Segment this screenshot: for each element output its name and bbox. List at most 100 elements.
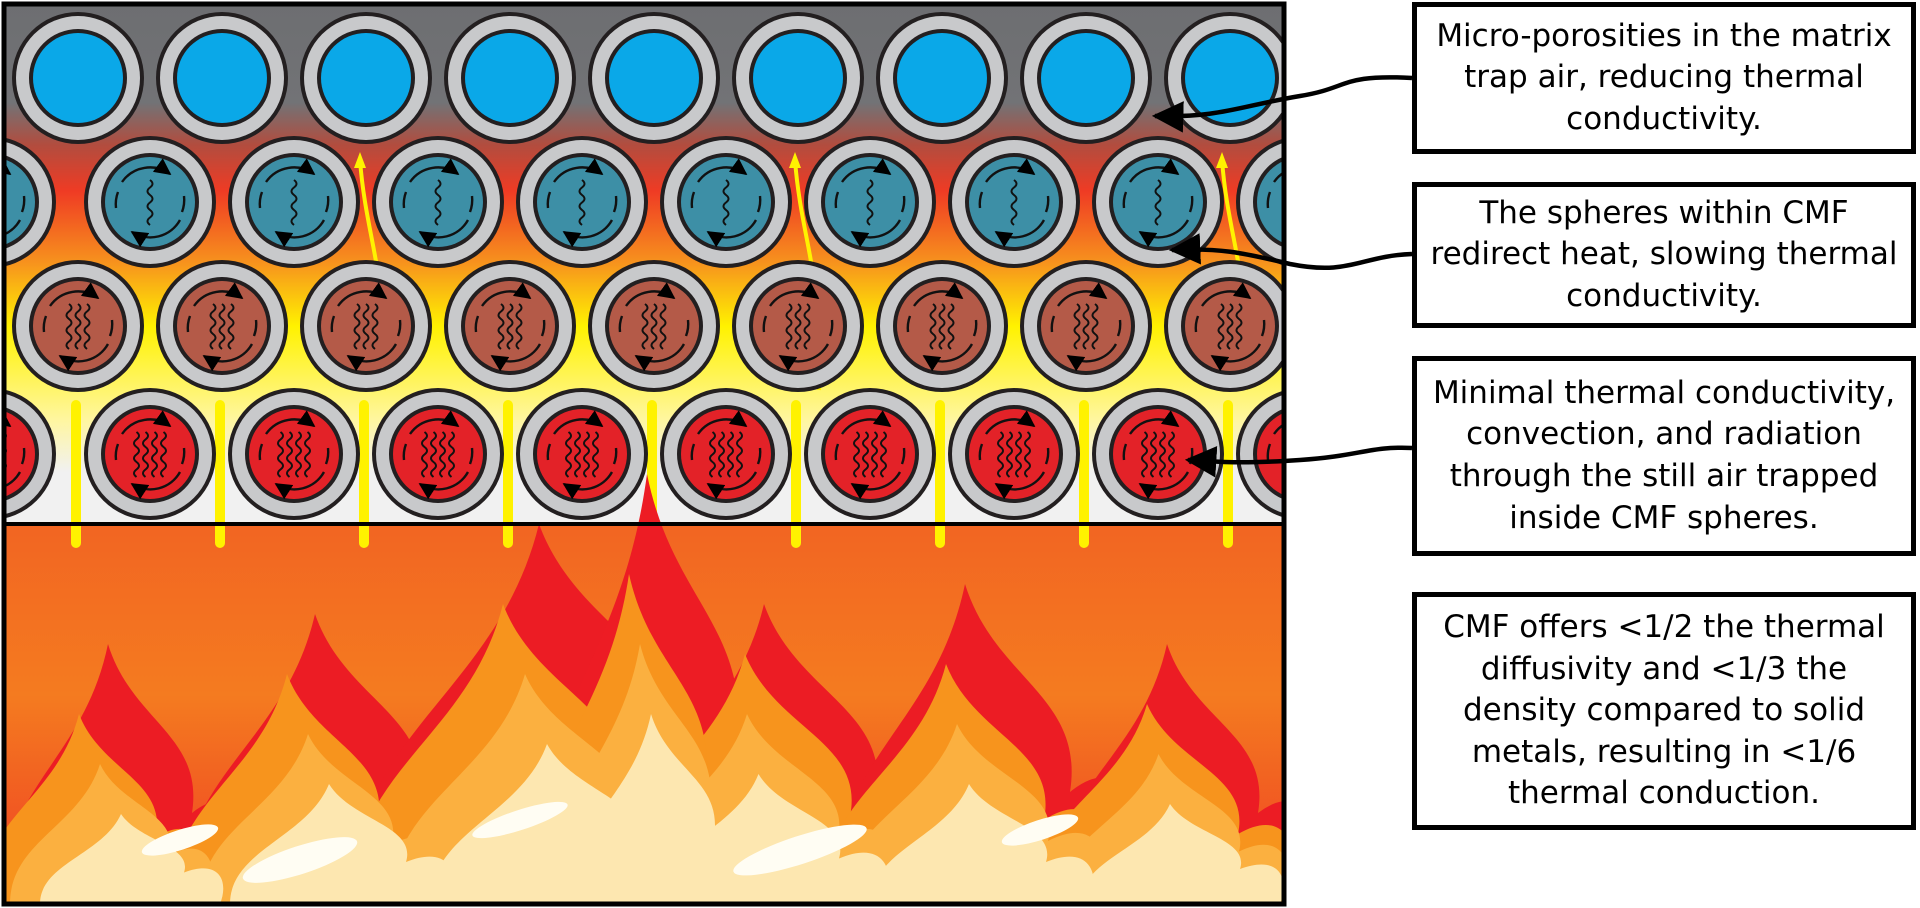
flame-highlight — [1001, 814, 1079, 846]
callout-line: trap air, reducing thermal — [1464, 59, 1864, 96]
callout-line: inside CMF spheres. — [1509, 499, 1819, 536]
radiation-wave — [880, 431, 887, 478]
radiation-wave — [1010, 179, 1018, 226]
radiation-wave — [785, 303, 793, 350]
sphere-icon — [12, 260, 144, 392]
radiation-wave — [1295, 432, 1300, 477]
sphere-icon — [372, 136, 504, 268]
callout-micro-porosities: Micro-porosities in the matrix trap air,… — [1412, 2, 1916, 154]
callout-arrow-icon-3 — [1184, 445, 1413, 478]
sphere-icon — [12, 12, 144, 144]
sphere-icon — [1020, 12, 1152, 144]
radiation-wave — [1073, 303, 1081, 350]
flame-highlight — [242, 837, 358, 883]
flame-icon — [1080, 804, 1284, 904]
radiation-wave — [353, 303, 361, 350]
heat-drip — [1079, 400, 1089, 548]
radiation-wave — [1154, 179, 1162, 226]
radiation-wave — [736, 431, 743, 478]
sphere-icon — [4, 137, 56, 267]
radiation-wave — [430, 431, 437, 478]
radiation-wave — [65, 303, 73, 350]
radiation-wave — [866, 179, 874, 226]
sphere-icon — [660, 136, 792, 268]
radiation-wave — [709, 431, 716, 478]
sphere-icon — [1164, 12, 1284, 144]
radiation-wave — [853, 431, 860, 478]
sphere-icon — [444, 12, 576, 144]
radiation-wave — [1217, 303, 1225, 350]
radiation-wave — [371, 303, 379, 350]
radiation-wave — [1300, 180, 1305, 225]
sphere-icon — [300, 12, 432, 144]
callout-still-air: Minimal thermal conductivity, convection… — [1412, 356, 1916, 556]
radiation-wave — [727, 431, 734, 478]
radiation-wave — [997, 431, 1004, 478]
radiation-wave — [439, 431, 446, 478]
radiation-wave — [290, 179, 298, 226]
radiation-wave — [146, 179, 154, 226]
radiation-wave — [794, 303, 802, 350]
sphere-icon — [804, 136, 936, 268]
radiation-wave — [1226, 303, 1234, 350]
heat-drip — [1223, 400, 1233, 548]
radiation-wave — [947, 303, 955, 350]
radiation-wave — [1024, 431, 1031, 478]
radiation-wave — [871, 431, 878, 478]
sphere-icon — [1236, 390, 1309, 518]
sphere-icon — [948, 388, 1080, 520]
sphere-icon — [156, 12, 288, 144]
flame-icon — [570, 714, 754, 904]
radiation-wave — [133, 431, 140, 478]
sphere-icon — [444, 260, 576, 392]
sphere-icon — [228, 136, 360, 268]
heat-drip — [791, 400, 801, 548]
callout-arrow-icon-2 — [1168, 233, 1413, 271]
flame-highlight — [733, 824, 867, 876]
sphere-icon — [1236, 138, 1305, 266]
radiation-wave — [142, 431, 149, 478]
heat-drip — [503, 400, 513, 548]
radiation-wave — [659, 303, 667, 350]
radiation-wave — [515, 303, 523, 350]
radiation-wave — [1168, 431, 1175, 478]
diagram-frame — [1, 1, 1287, 907]
sphere-icon — [660, 388, 792, 520]
sphere-icon — [300, 260, 432, 392]
flame-highlight — [141, 824, 219, 856]
sphere-icon — [1164, 260, 1284, 392]
arrow-icon — [789, 152, 801, 168]
radiation-wave — [218, 303, 226, 350]
radiation-wave — [1235, 303, 1243, 350]
radiation-wave — [83, 303, 91, 350]
sphere-icon — [372, 388, 504, 520]
radiation-wave — [722, 179, 730, 226]
sphere-icon — [4, 389, 56, 519]
flame-highlight — [472, 801, 568, 839]
radiation-wave — [1304, 432, 1309, 477]
radiation-wave — [497, 303, 505, 350]
sphere-icon — [516, 136, 648, 268]
radiation-wave — [286, 431, 293, 478]
sphere-icon — [876, 260, 1008, 392]
sphere-icon — [228, 388, 360, 520]
callout-line: metals, resulting in <1/6 — [1471, 733, 1857, 770]
radiation-wave — [434, 179, 442, 226]
sphere-icon — [732, 260, 864, 392]
radiation-wave — [295, 431, 302, 478]
radiation-wave — [929, 303, 937, 350]
radiation-wave — [583, 431, 590, 478]
radiation-wave — [1015, 431, 1022, 478]
radiation-wave — [1150, 431, 1157, 478]
radiation-wave — [448, 431, 455, 478]
radiation-wave — [1286, 432, 1291, 477]
callout-line: Minimal thermal conductivity, — [1432, 374, 1896, 411]
radiation-wave — [592, 431, 599, 478]
sphere-icon — [1020, 260, 1152, 392]
radiation-wave — [1141, 431, 1148, 478]
radiation-wave — [209, 303, 217, 350]
sphere-icon — [84, 136, 216, 268]
radiation-wave — [650, 303, 658, 350]
flame-icon — [870, 784, 1094, 904]
